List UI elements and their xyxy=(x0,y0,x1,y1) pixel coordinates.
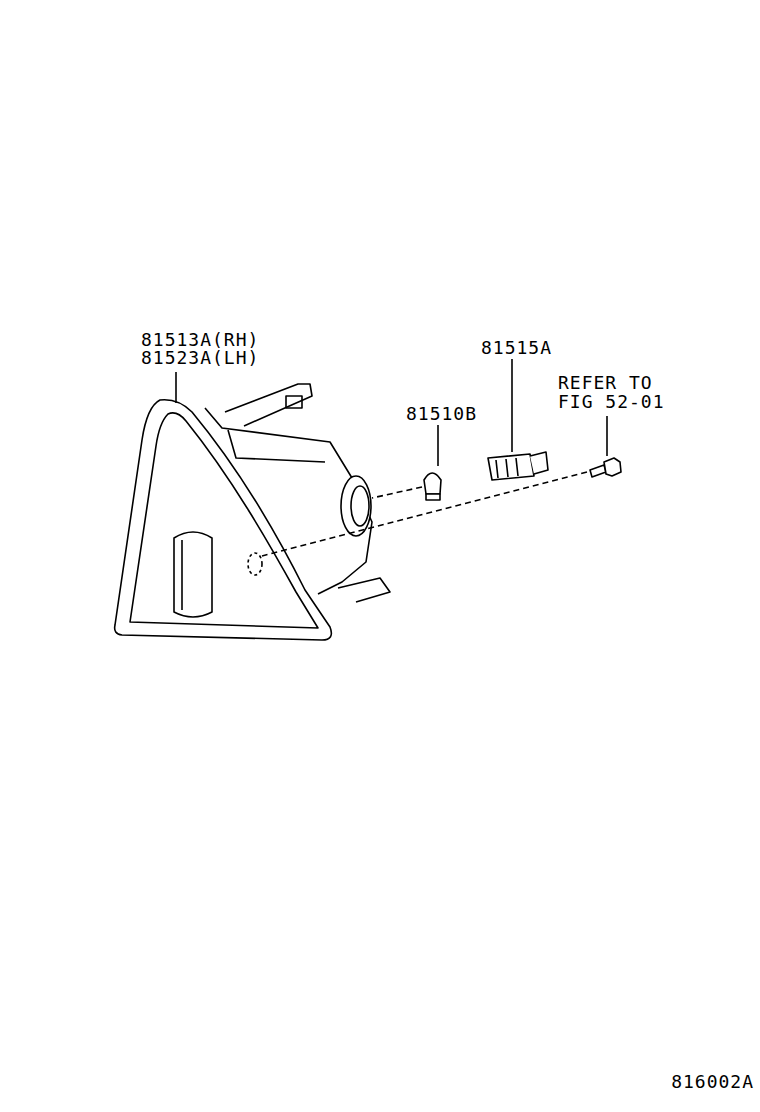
housing-edge xyxy=(228,430,325,462)
leader-line xyxy=(437,425,439,466)
socket-connector xyxy=(530,452,548,474)
socket xyxy=(488,454,534,480)
tab xyxy=(338,578,390,602)
bracket-mark xyxy=(286,396,302,408)
figure-code: 816002A xyxy=(671,1072,754,1091)
socket-ribs xyxy=(496,458,518,478)
bulb xyxy=(424,473,441,494)
lens xyxy=(115,400,332,640)
reflector xyxy=(174,532,212,617)
leader-line xyxy=(606,416,608,456)
socket-hole xyxy=(351,486,369,526)
socket-boss xyxy=(341,476,371,536)
bracket xyxy=(225,384,312,426)
bulb-base xyxy=(426,494,440,500)
leader-line xyxy=(511,359,513,452)
part-number: 81515A xyxy=(481,338,552,357)
assembly-line xyxy=(262,472,587,556)
leader-line xyxy=(175,372,177,403)
lens-rim xyxy=(130,413,318,628)
part-number: 81523A(LH) xyxy=(141,348,259,367)
screw-head xyxy=(604,458,621,476)
part-number: 81513A(RH) xyxy=(141,330,259,349)
assembly-line xyxy=(372,487,422,498)
part-number: 81510B xyxy=(406,404,477,423)
screw-hole xyxy=(248,553,262,575)
reference-note: REFER TO FIG 52-01 xyxy=(558,373,680,411)
screw-shank xyxy=(590,465,606,477)
lamp-drawing xyxy=(115,359,621,640)
reflector-line xyxy=(181,540,183,610)
